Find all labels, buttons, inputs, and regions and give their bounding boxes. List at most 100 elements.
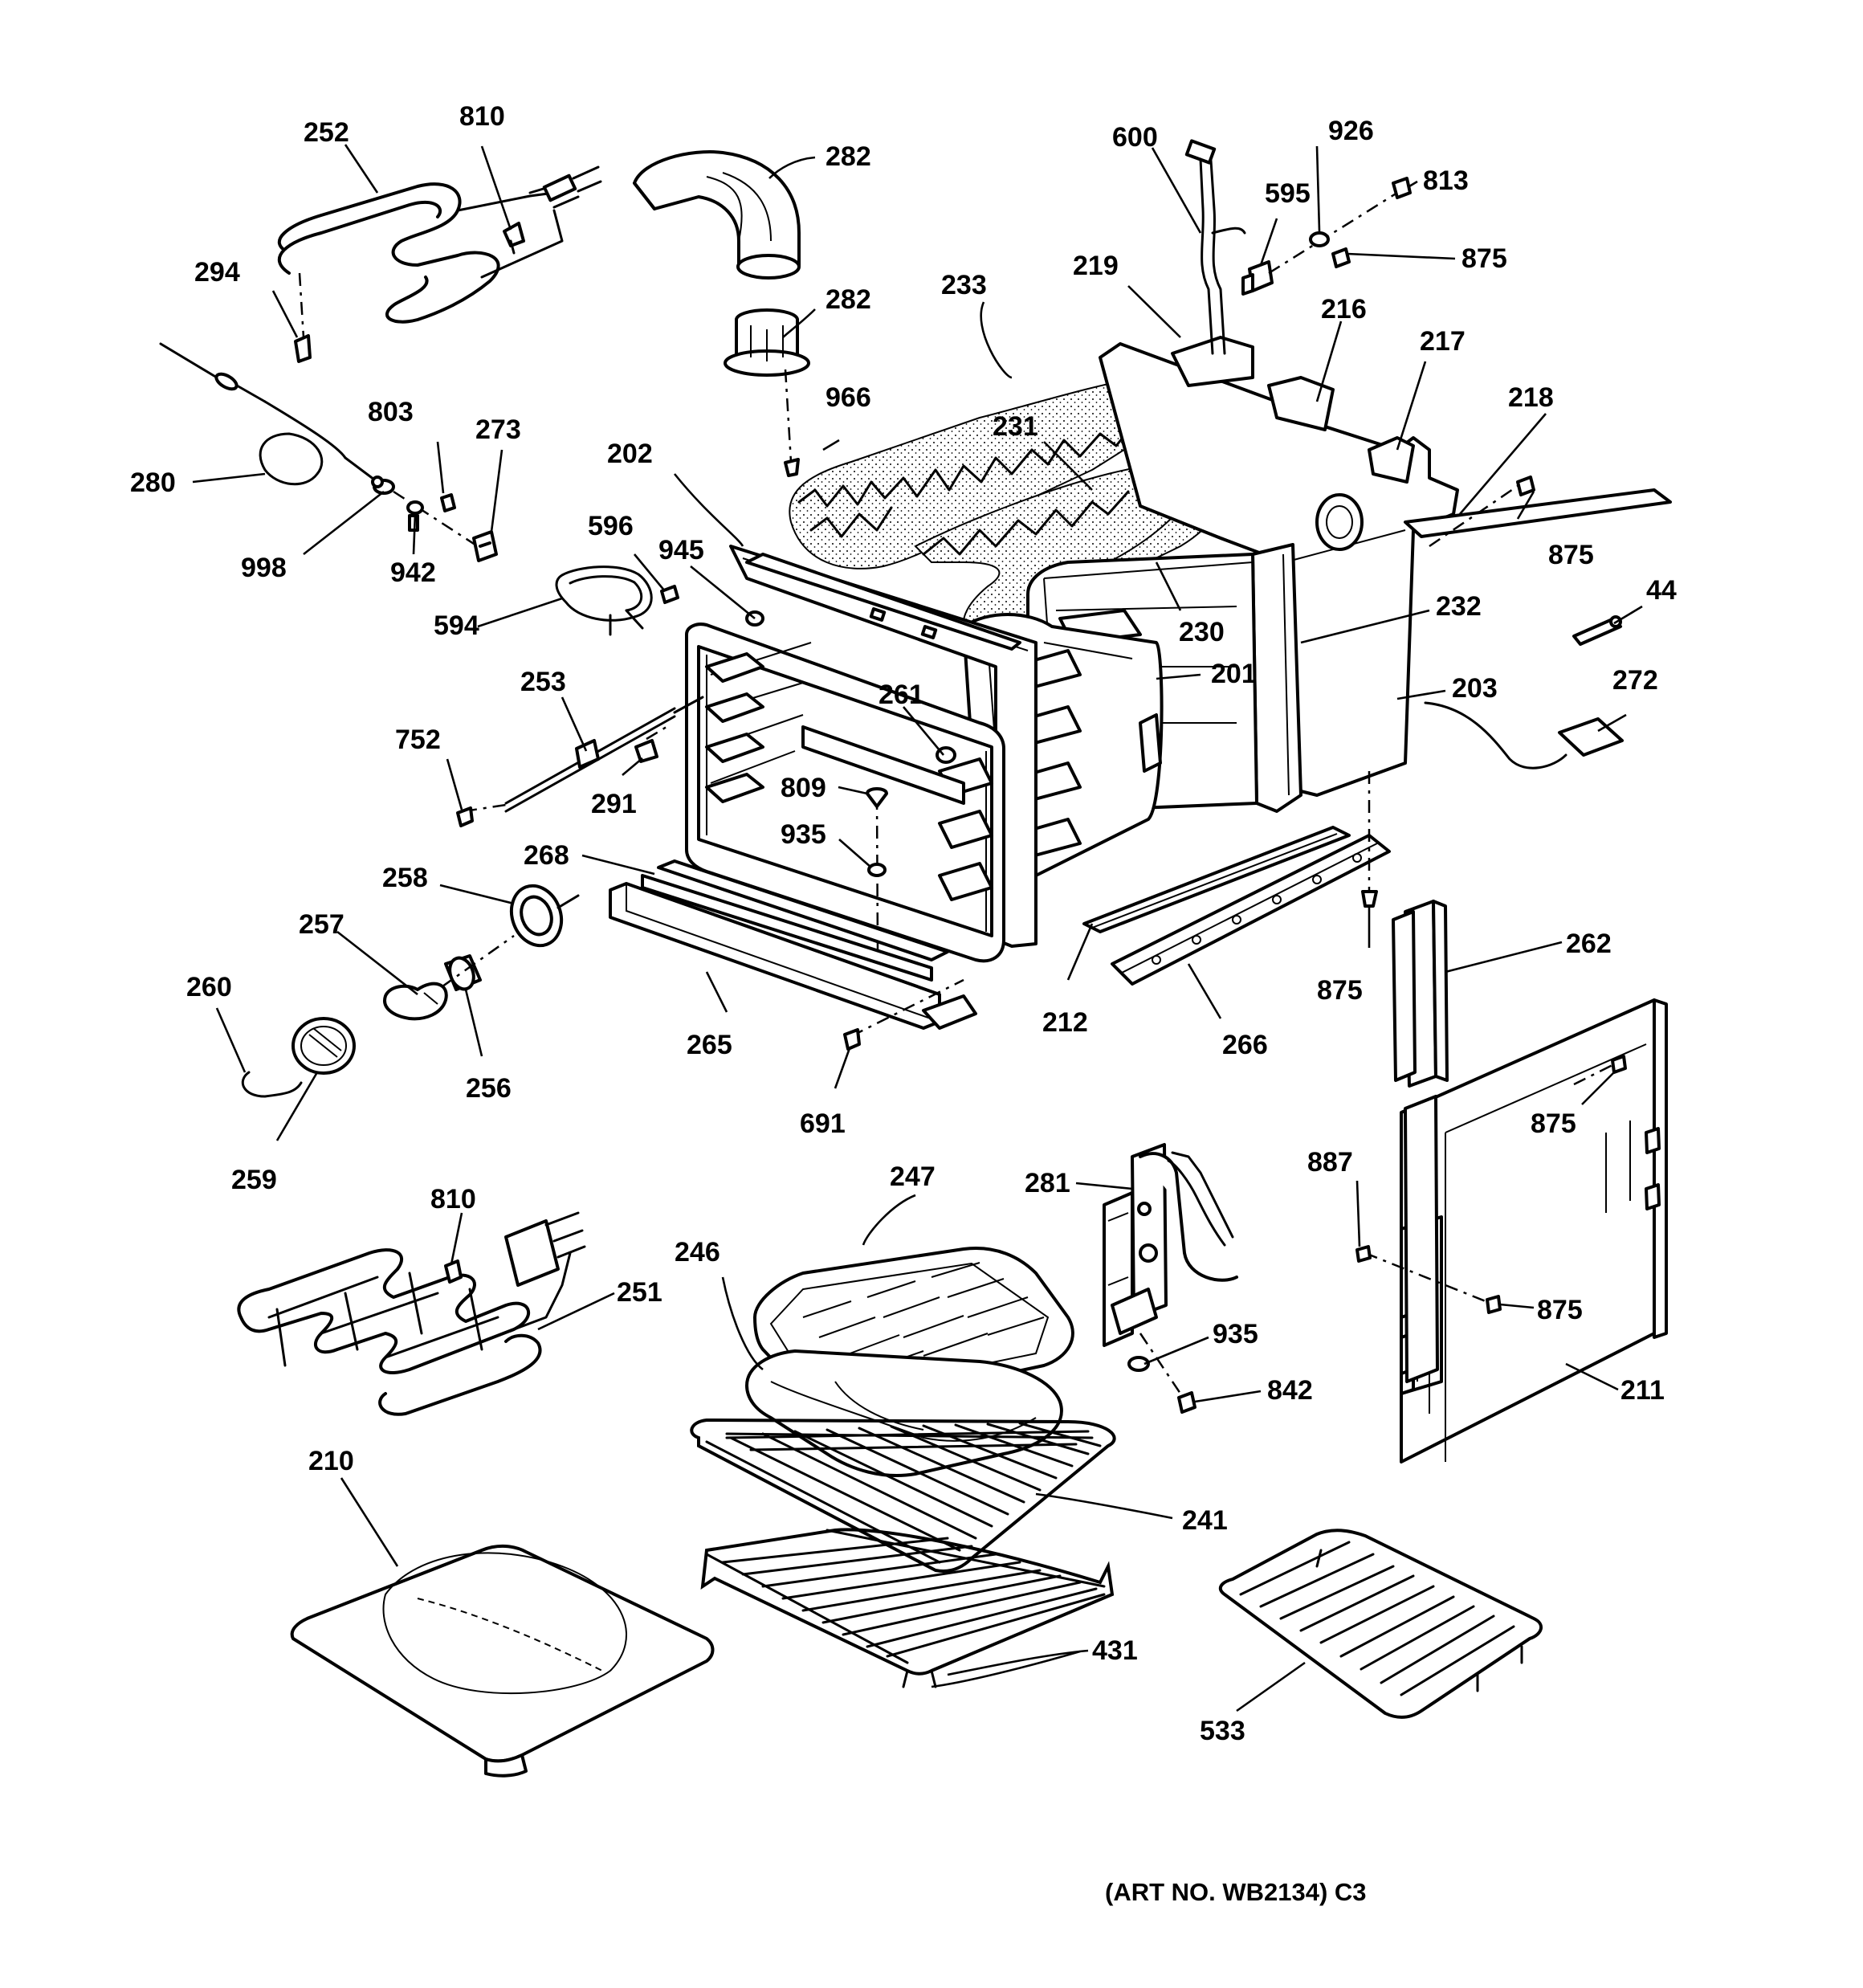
label-842: 842 [1267, 1375, 1313, 1406]
label-998: 998 [241, 553, 287, 583]
screw-842 [1177, 1391, 1196, 1414]
washer-935-top [867, 863, 887, 877]
label-252: 252 [304, 117, 349, 148]
label-219: 219 [1073, 251, 1119, 281]
bottom-rail-212 [1082, 826, 1351, 933]
label-265: 265 [687, 1030, 732, 1060]
rail-266 [1111, 834, 1391, 986]
label-261: 261 [879, 680, 924, 710]
terminal-44 [1572, 615, 1622, 646]
igniter-253 [463, 696, 704, 813]
label-875-c: 875 [1317, 975, 1363, 1006]
oven-sensor-280 [159, 342, 395, 495]
label-262: 262 [1566, 929, 1612, 959]
oven-rack-533 [1218, 1529, 1543, 1719]
screw-875-b [1516, 476, 1535, 496]
label-241: 241 [1182, 1505, 1228, 1536]
label-233: 233 [941, 270, 987, 300]
label-258: 258 [382, 863, 428, 893]
label-256: 256 [466, 1073, 512, 1104]
label-294: 294 [194, 257, 240, 288]
label-926: 926 [1328, 116, 1374, 146]
label-216: 216 [1321, 294, 1367, 325]
art-number-caption: (ART NO. WB2134) C3 [1105, 1878, 1367, 1906]
label-212: 212 [1042, 1007, 1088, 1038]
label-268: 268 [524, 840, 569, 871]
screw-887 [1355, 1245, 1372, 1263]
insulation-blanket-233 [789, 376, 1174, 569]
lamp-receptacle-258 [509, 884, 580, 948]
trim-268 [641, 859, 949, 982]
oven-rack-241 [690, 1418, 1116, 1574]
screw-810-top [503, 222, 525, 255]
washer-926 [1309, 231, 1330, 247]
label-966: 966 [826, 382, 871, 413]
leader-lines [192, 144, 1643, 1712]
clip-291 [634, 725, 667, 763]
label-230: 230 [1179, 617, 1225, 647]
vent-collar-282 [724, 308, 810, 377]
label-272: 272 [1612, 665, 1658, 696]
label-260: 260 [186, 972, 232, 1002]
label-595: 595 [1265, 178, 1311, 209]
side-trim-262 [1392, 900, 1449, 1383]
label-875-b: 875 [1548, 540, 1594, 570]
washer-935-bottom [1127, 1356, 1150, 1372]
label-217: 217 [1420, 326, 1466, 357]
label-257: 257 [299, 909, 344, 940]
bake-element-252 [277, 165, 602, 324]
screw-875-d [1611, 1055, 1627, 1074]
label-202: 202 [607, 439, 653, 469]
label-231: 231 [993, 411, 1038, 442]
label-596: 596 [588, 511, 634, 541]
label-280: 280 [130, 467, 176, 498]
light-bulb-257 [383, 982, 448, 1021]
label-803: 803 [368, 397, 414, 427]
part-labels: 252 810 282 600 926 813 595 875 294 219 … [130, 101, 1677, 1746]
label-203: 203 [1452, 673, 1498, 704]
bracket-595 [1241, 260, 1274, 296]
label-810-bottom: 810 [430, 1184, 476, 1214]
label-935-bottom: 935 [1213, 1319, 1258, 1349]
label-247: 247 [890, 1161, 936, 1192]
oven-bottom-210 [290, 1545, 715, 1778]
label-281: 281 [1025, 1168, 1070, 1198]
broil-element-251 [237, 1211, 586, 1416]
label-273: 273 [475, 414, 521, 445]
label-253: 253 [520, 667, 566, 697]
lamp-socket-256 [444, 954, 482, 991]
screw-810-bottom [444, 1259, 463, 1284]
bracket-273 [472, 530, 498, 562]
wire-harness-594 [555, 565, 653, 636]
vent-trim-265 [609, 882, 977, 1030]
door-hinge-281 [1103, 1143, 1238, 1347]
label-813: 813 [1423, 165, 1469, 196]
label-291: 291 [591, 789, 637, 819]
label-232: 232 [1436, 591, 1482, 622]
label-44: 44 [1646, 575, 1677, 606]
label-251: 251 [617, 1277, 662, 1308]
screw-813 [1392, 177, 1412, 199]
label-752: 752 [395, 725, 441, 755]
label-887: 887 [1307, 1147, 1353, 1178]
label-282-bottom: 282 [826, 284, 871, 315]
label-810-top: 810 [459, 101, 505, 132]
label-259: 259 [231, 1165, 277, 1195]
clip-294 [294, 272, 312, 363]
label-282-top: 282 [826, 141, 871, 172]
wire-clip-260 [241, 1071, 303, 1098]
label-218: 218 [1508, 382, 1554, 413]
label-594: 594 [434, 610, 479, 641]
label-246: 246 [675, 1237, 720, 1268]
screw-875-c [1361, 890, 1378, 908]
label-875-d: 875 [1531, 1108, 1576, 1139]
label-201: 201 [1211, 659, 1257, 689]
screw-966 [784, 458, 800, 477]
label-600: 600 [1112, 122, 1158, 153]
lamp-cover-259 [291, 1017, 356, 1075]
label-945: 945 [658, 535, 704, 565]
screw-875-a [1331, 247, 1351, 268]
label-875-a: 875 [1461, 243, 1507, 274]
bracket-218 [1404, 488, 1672, 538]
